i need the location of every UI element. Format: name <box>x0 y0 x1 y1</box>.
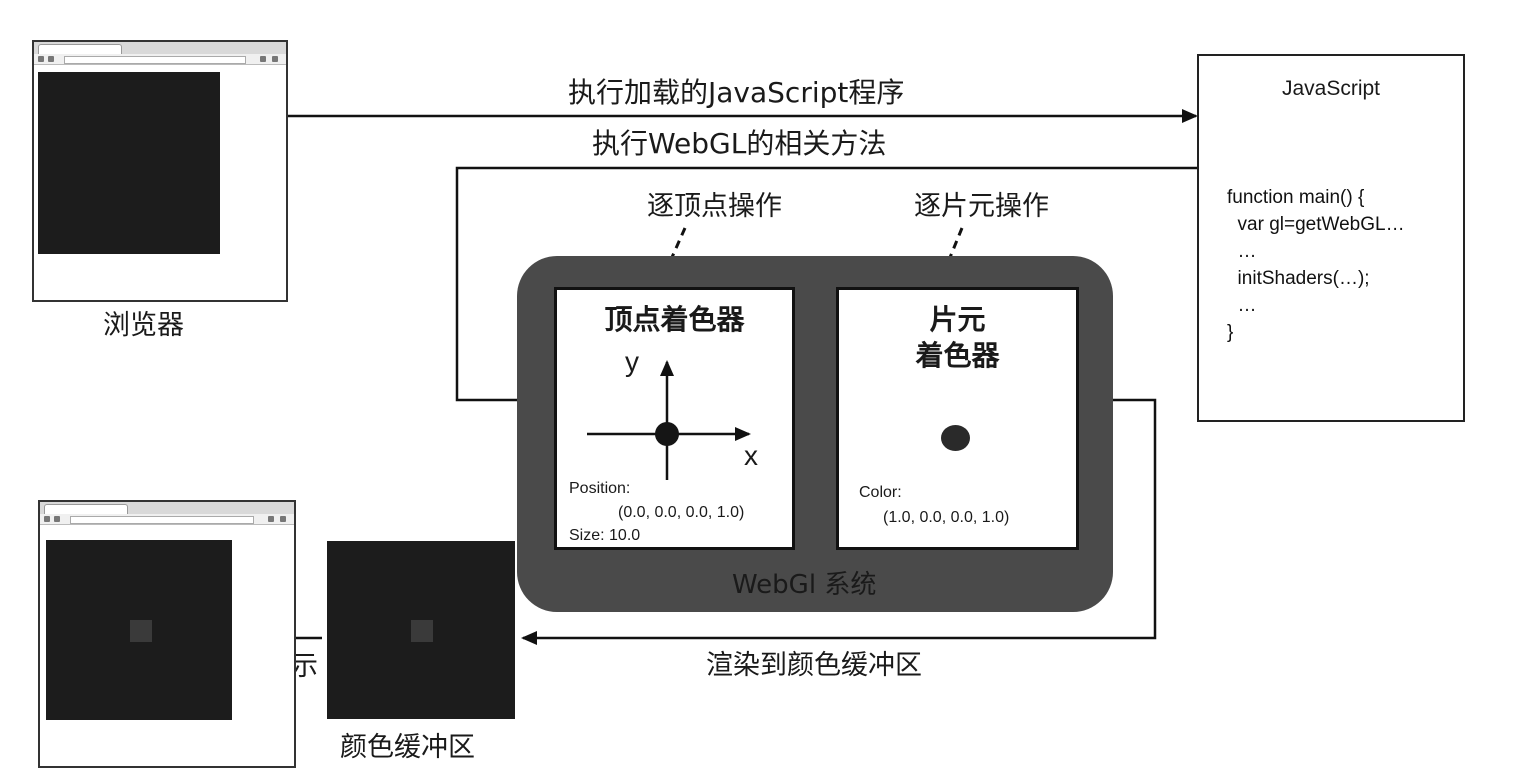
render-label: 渲染到颜色缓冲区 <box>706 650 922 681</box>
code-line: … <box>1227 295 1257 316</box>
browser-tab <box>44 504 128 514</box>
fragment-shader-title-2: 着色器 <box>915 339 1000 372</box>
browser-window-bottom <box>38 500 296 768</box>
code-line: var gl=getWebGL… <box>1227 214 1405 235</box>
fragment-shader-title-1: 片元 <box>929 303 986 336</box>
vertex-shader-box: 顶点着色器 y x Position: (0.0, 0.0, 0.0, 1.0)… <box>554 287 795 550</box>
code-line: … <box>1227 241 1257 262</box>
browser-toolbar <box>40 514 294 525</box>
browser-label: 浏览器 <box>103 310 184 341</box>
render-to-buffer-arrow <box>521 398 1157 645</box>
position-label: Position: <box>569 480 631 497</box>
code-line: initShaders(…); <box>1227 268 1370 289</box>
color-label: Color: <box>859 484 902 501</box>
webgl-canvas-rendered <box>46 540 232 720</box>
rendered-pixel <box>130 620 152 642</box>
browser-url-bar <box>70 516 254 524</box>
fragment-point <box>941 425 970 451</box>
webgl-methods-arrow <box>455 166 1198 407</box>
color-buffer <box>327 541 515 719</box>
webgl-canvas-empty <box>38 72 220 254</box>
color-buffer-label: 颜色缓冲区 <box>340 732 475 763</box>
browser-window-top <box>32 40 288 302</box>
y-axis-label: y <box>625 346 639 377</box>
vertex-axes <box>587 360 751 480</box>
size-label: Size: 10.0 <box>569 527 641 544</box>
per-vertex-label: 逐顶点操作 <box>647 191 782 222</box>
fragment-shader-box: 片元 着色器 Color: (1.0, 0.0, 0.0, 1.0) <box>836 287 1079 550</box>
webgl-methods-label: 执行WebGL的相关方法 <box>592 127 887 160</box>
vertex-point <box>655 422 679 446</box>
x-axis-label: x <box>744 440 758 471</box>
javascript-title: JavaScript <box>1281 77 1381 100</box>
javascript-box: JavaScript function main() { var gl=getW… <box>1197 54 1465 422</box>
webgl-system-label: WebGl 系统 <box>732 570 877 600</box>
browser-url-bar <box>64 56 246 64</box>
position-value: (0.0, 0.0, 0.0, 1.0) <box>618 504 745 521</box>
vertex-shader-title: 顶点着色器 <box>604 303 745 336</box>
per-fragment-label: 逐片元操作 <box>914 191 1049 222</box>
browser-tab <box>38 44 122 54</box>
buffer-pixel <box>411 620 433 642</box>
code-line: function main() { <box>1227 187 1365 208</box>
color-value: (1.0, 0.0, 0.0, 1.0) <box>883 509 1010 526</box>
load-js-label: 执行加载的JavaScript程序 <box>568 76 905 109</box>
browser-toolbar <box>34 54 286 65</box>
code-block: function main() { var gl=getWebGL… … ini… <box>1227 188 1405 350</box>
code-line: } <box>1227 322 1234 343</box>
